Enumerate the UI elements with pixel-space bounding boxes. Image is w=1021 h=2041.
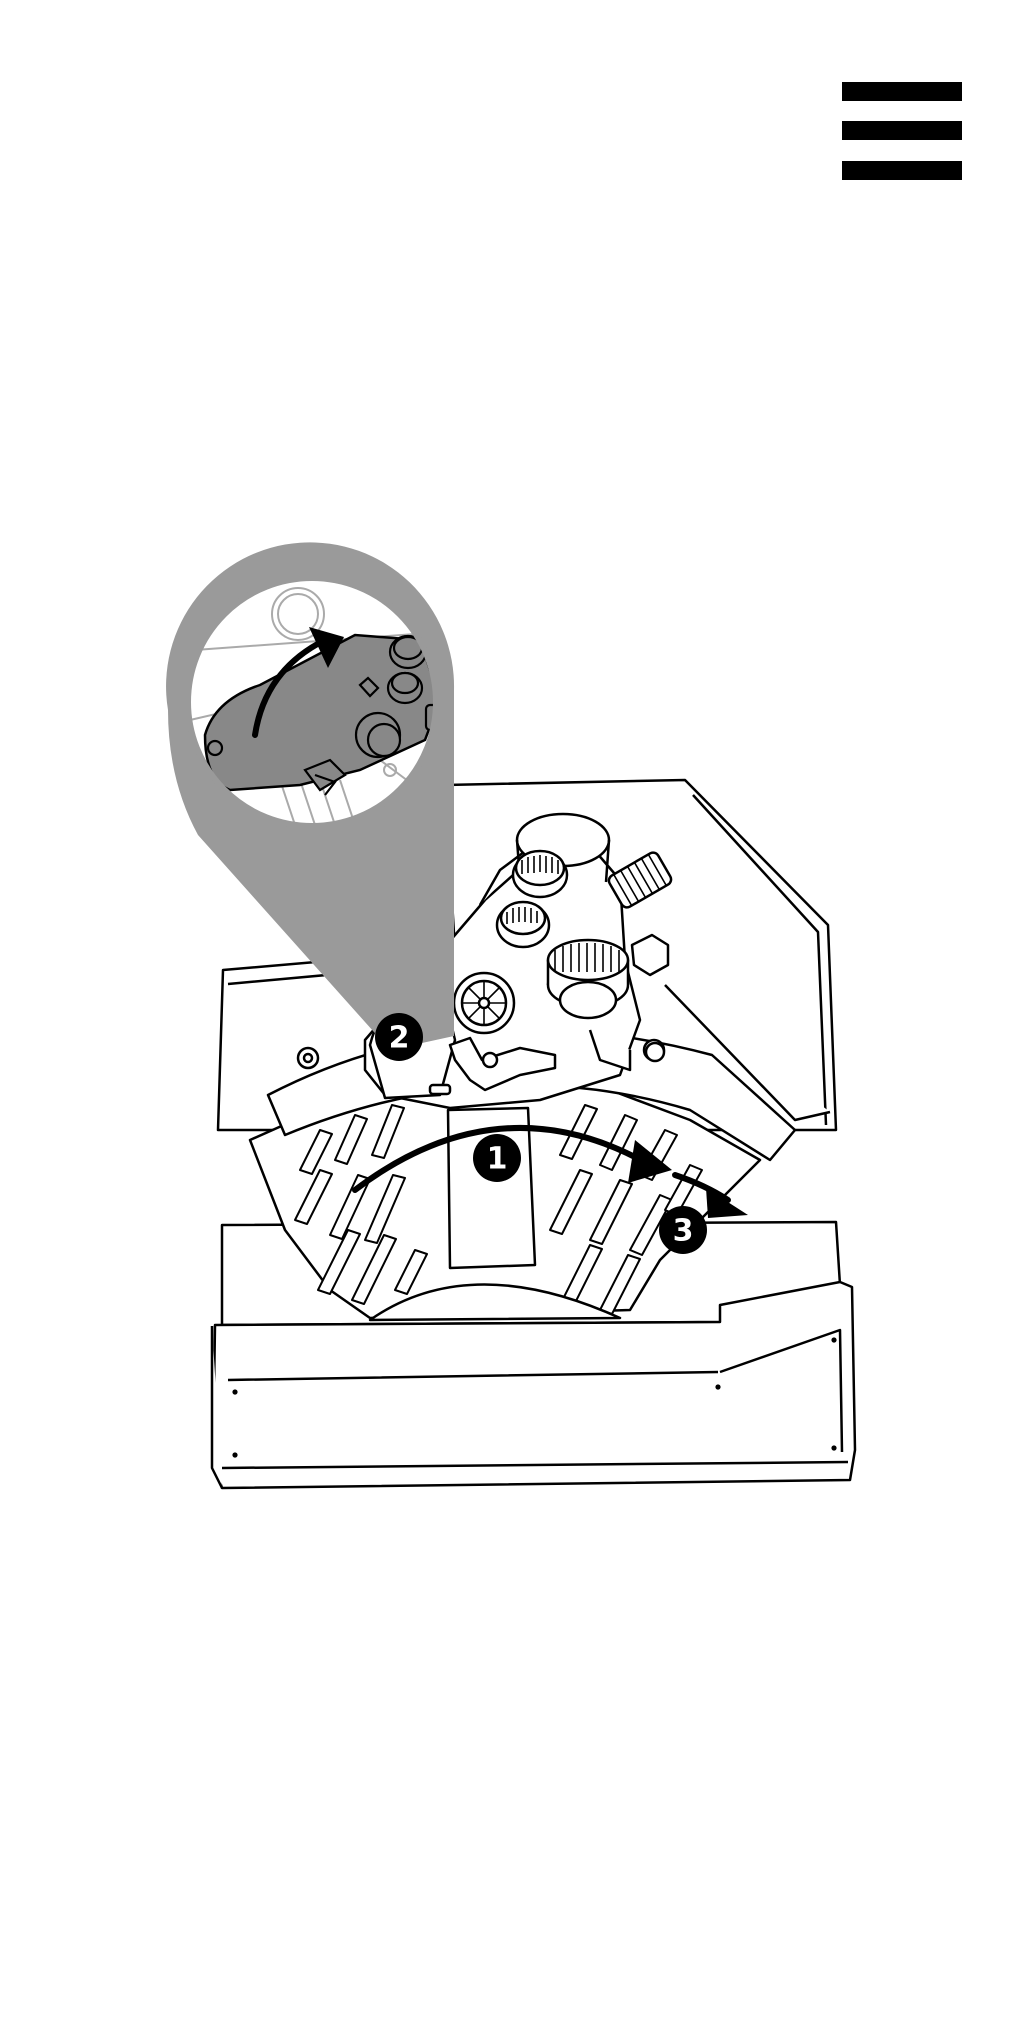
svg-text:2: 2 xyxy=(389,1021,410,1056)
step-badge-1: 1 xyxy=(473,1134,521,1182)
step-badge-2: 2 xyxy=(375,1013,423,1061)
svg-text:1: 1 xyxy=(487,1142,508,1177)
svg-text:3: 3 xyxy=(673,1214,694,1249)
step-badge-3: 3 xyxy=(659,1206,707,1254)
